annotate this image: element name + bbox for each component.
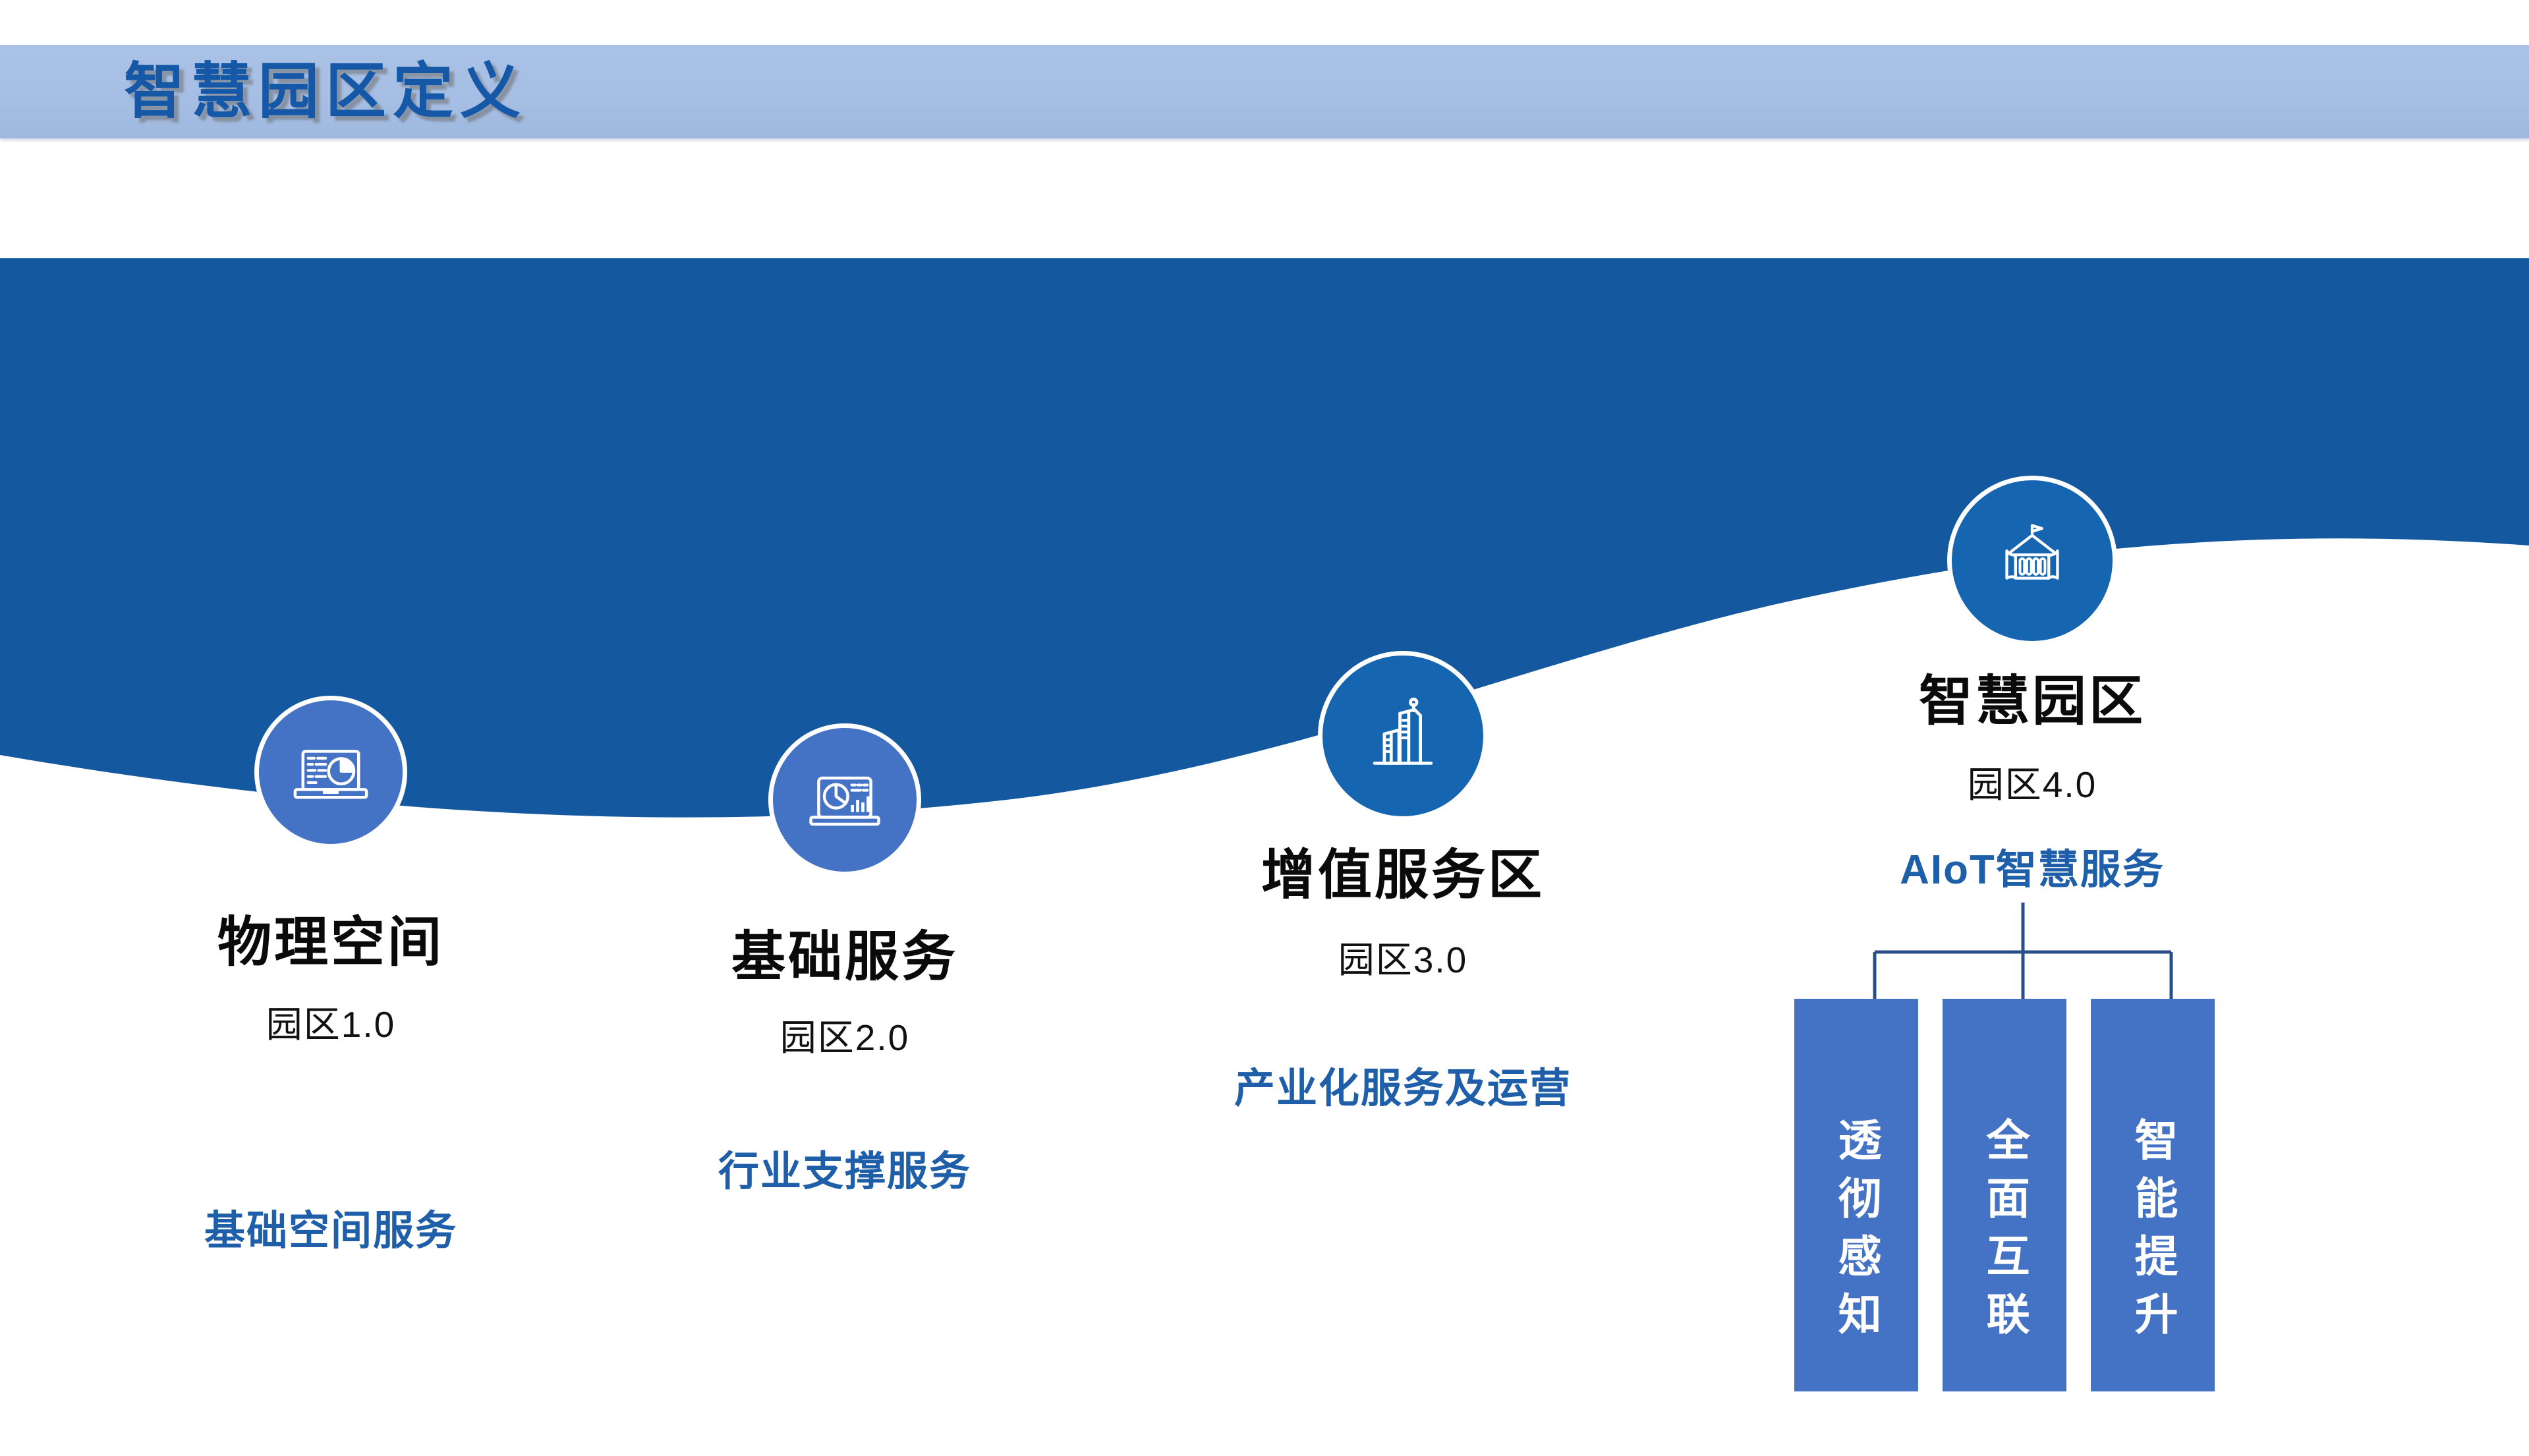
pillar-1[interactable]: 透彻感知 <box>1794 999 1918 1391</box>
bracket-connector <box>1873 903 2173 1000</box>
pillar-3-label: 智能提升 <box>2128 1117 2178 1349</box>
stage-2-version: 园区2.0 <box>780 1017 910 1058</box>
city-buildings-icon <box>1354 687 1452 785</box>
stage-2-icon-circle[interactable] <box>768 723 921 876</box>
pillar-1-label: 透彻感知 <box>1832 1117 1881 1349</box>
stage-1-subtitle: 基础空间服务 <box>204 1208 457 1254</box>
stage-3-icon-circle[interactable] <box>1318 651 1488 821</box>
pillar-3[interactable]: 智能提升 <box>2091 999 2215 1391</box>
stage-2-title: 基础服务 <box>731 927 958 987</box>
stage-4-icon-circle[interactable] <box>1947 476 2117 646</box>
stage-3-version: 园区3.0 <box>1338 939 1468 980</box>
stage-1-version: 园区1.0 <box>266 1004 396 1045</box>
stage-3-title: 增值服务区 <box>1261 845 1545 905</box>
institution-building-icon <box>1983 512 2081 609</box>
stage-4-subtitle: AIoT智慧服务 <box>1900 847 2165 893</box>
laptop-pie-chart-icon <box>287 729 374 816</box>
stage-3-subtitle: 产业化服务及运营 <box>1234 1066 1572 1111</box>
stage-1-title: 物理空间 <box>217 912 444 972</box>
title-banner: 智慧园区定义 <box>0 45 2529 138</box>
laptop-dashboard-icon <box>801 756 888 843</box>
page-title: 智慧园区定义 <box>124 58 528 125</box>
pillar-2-label: 全面互联 <box>1980 1117 2030 1349</box>
pillar-2[interactable]: 全面互联 <box>1943 999 2066 1391</box>
stage-1-icon-circle[interactable] <box>254 696 407 849</box>
stage-4-title: 智慧园区 <box>1918 671 2145 731</box>
stage-2-subtitle: 行业支撑服务 <box>718 1149 971 1194</box>
stage-4-version: 园区4.0 <box>1967 764 2097 805</box>
